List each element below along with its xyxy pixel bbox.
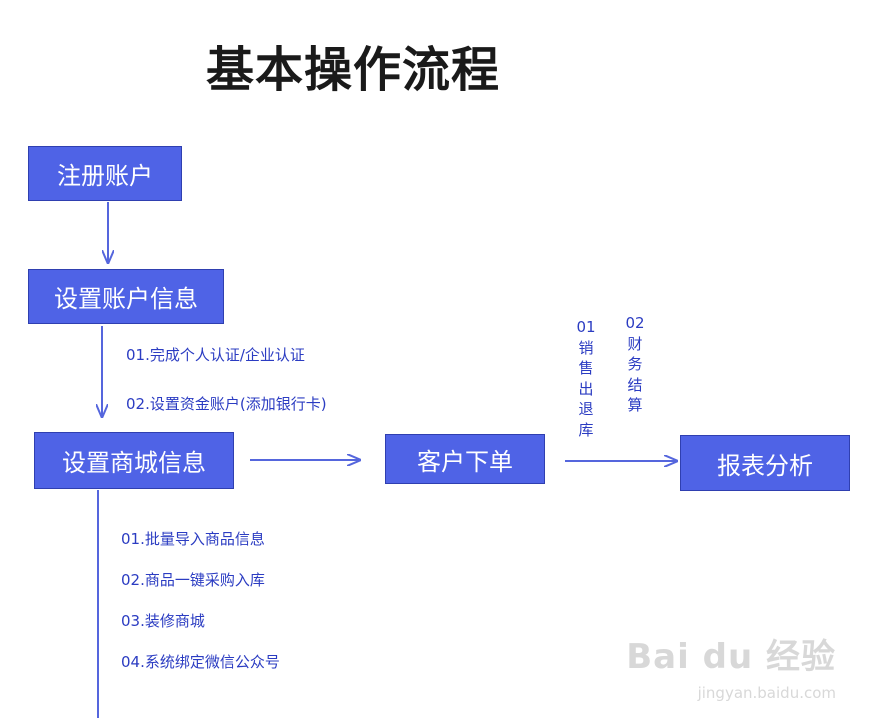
order-step-1-char: 退 bbox=[578, 400, 594, 418]
order-step-1-char: 售 bbox=[578, 359, 594, 377]
baidu-watermark-url: jingyan.baidu.com bbox=[697, 684, 836, 702]
order-step-1-vertical: 01 销 售 出 退 库 bbox=[576, 317, 596, 440]
order-step-2-char: 结 bbox=[627, 375, 643, 394]
box-mall-info: 设置商城信息 bbox=[34, 432, 234, 489]
order-step-2-char: 财 bbox=[627, 334, 643, 353]
box-account-info: 设置账户信息 bbox=[28, 269, 224, 324]
account-step-1: 01.完成个人认证/企业认证 bbox=[126, 346, 305, 364]
mall-step-4: 04.系统绑定微信公众号 bbox=[121, 653, 280, 671]
mall-step-3: 03.装修商城 bbox=[121, 612, 205, 630]
box-report: 报表分析 bbox=[680, 435, 850, 491]
order-step-2-char: 算 bbox=[627, 396, 643, 414]
order-step-2-vertical: 02 财 务 结 算 bbox=[625, 313, 645, 416]
page-title: 基本操作流程 bbox=[206, 42, 501, 98]
order-step-1-char: 库 bbox=[578, 420, 594, 439]
order-step-1-char: 出 bbox=[578, 379, 594, 398]
box-order: 客户下单 bbox=[385, 434, 545, 484]
order-step-2-number: 02 bbox=[625, 314, 645, 332]
baidu-watermark-logo: Bai du 经验 bbox=[626, 637, 836, 677]
mall-step-2: 02.商品一键采购入库 bbox=[121, 571, 265, 589]
order-step-1-number: 01 bbox=[576, 318, 596, 336]
order-step-2-char: 务 bbox=[627, 355, 643, 373]
mall-step-1: 01.批量导入商品信息 bbox=[121, 530, 265, 548]
order-step-1-char: 销 bbox=[578, 338, 594, 357]
box-register: 注册账户 bbox=[28, 146, 182, 201]
account-step-2: 02.设置资金账户(添加银行卡) bbox=[126, 395, 327, 413]
